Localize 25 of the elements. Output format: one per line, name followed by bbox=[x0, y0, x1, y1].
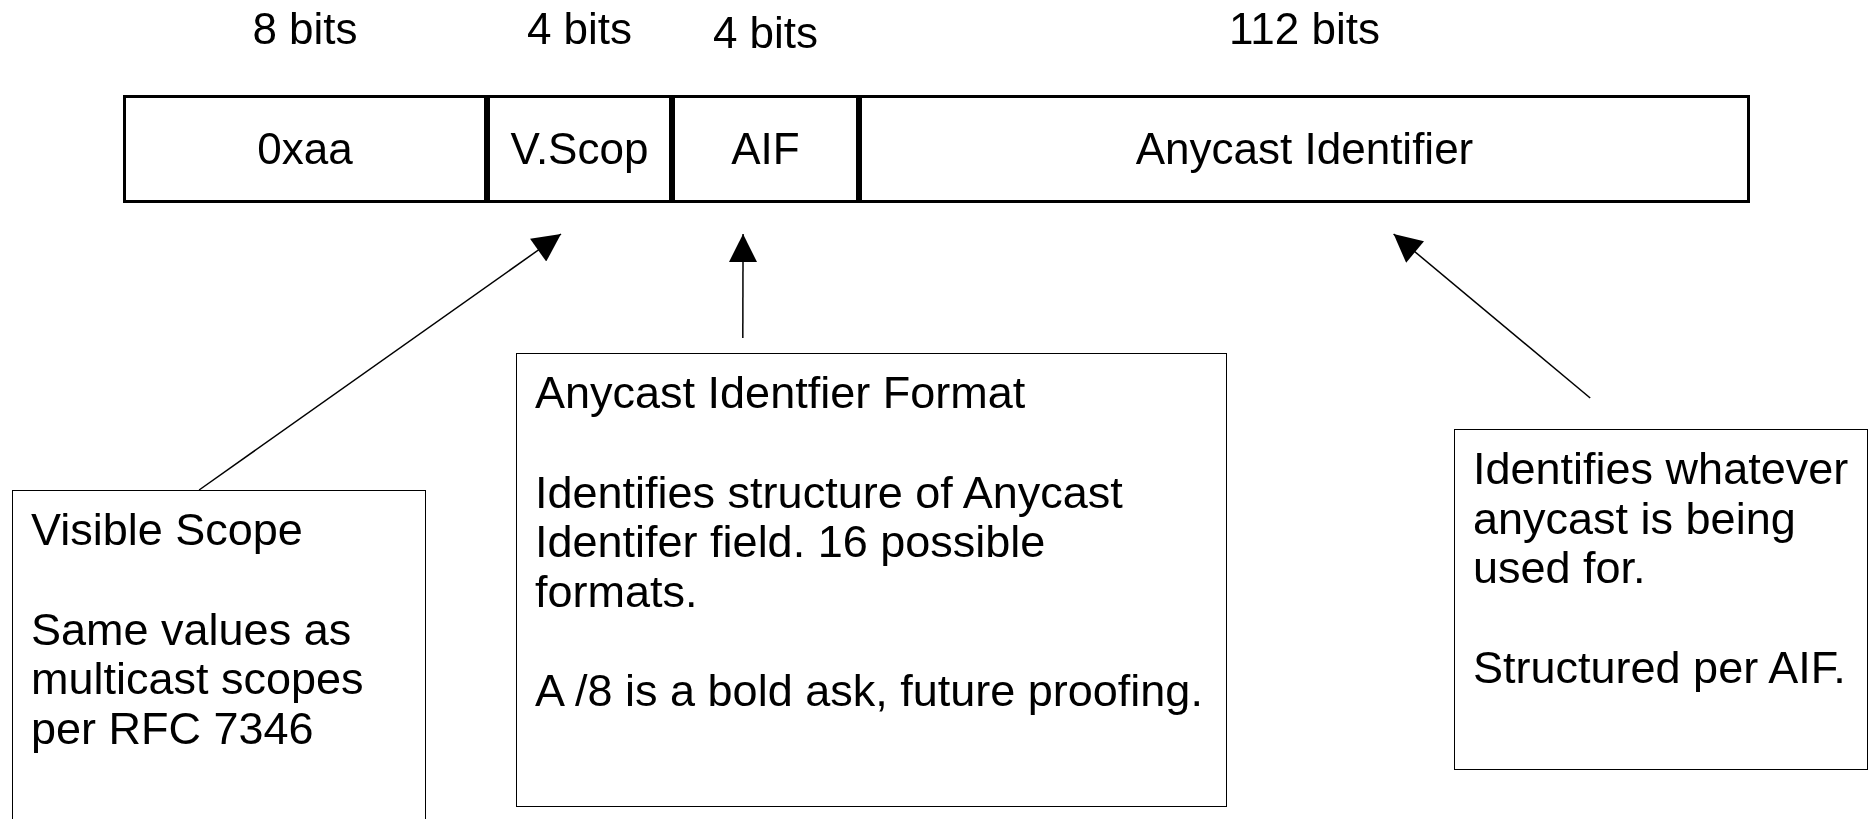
callout-text: Same values as multicast scopes per RFC 7346 bbox=[31, 604, 365, 753]
callout-heading: Identifies whatever anycast is being used for. bbox=[1473, 444, 1849, 593]
bit-width-label: 8 bits bbox=[252, 4, 358, 54]
field-name: 0xaa bbox=[257, 124, 353, 174]
callout-text: Structured per AIF. bbox=[1473, 642, 1847, 692]
field-cell bbox=[859, 95, 1750, 203]
bit-width-label: 4 bits bbox=[712, 8, 819, 58]
callout-box bbox=[516, 353, 1227, 807]
field-cell bbox=[487, 95, 672, 203]
callout-text: Identifies structure of Anycast Identifer field. 16 possible formats. bbox=[535, 467, 1124, 616]
callout-text: A /8 is a bold ask, future proofing. bbox=[535, 666, 1204, 716]
field-name: Anycast Identifier bbox=[1135, 124, 1474, 174]
field-cell bbox=[123, 95, 487, 203]
field-name: V.Scop bbox=[510, 124, 649, 174]
arrow bbox=[1392, 233, 1591, 399]
bit-width-label: 4 bits bbox=[526, 4, 633, 54]
callout-box bbox=[1454, 429, 1868, 770]
field-cell bbox=[672, 95, 859, 203]
arrow bbox=[729, 233, 757, 339]
callout-heading: Visible Scope bbox=[31, 505, 304, 555]
callout-box bbox=[12, 490, 426, 819]
bit-width-label: 112 bits bbox=[1229, 4, 1380, 54]
field-name: AIF bbox=[731, 124, 800, 174]
arrow bbox=[198, 233, 562, 491]
callout-heading: Anycast Identfier Format bbox=[535, 368, 1027, 418]
